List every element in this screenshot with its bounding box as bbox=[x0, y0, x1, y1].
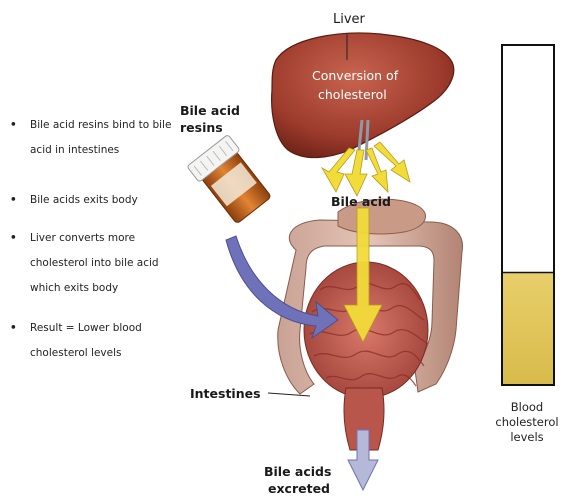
bullet-dot: • bbox=[10, 113, 17, 138]
meter-label-line3: levels bbox=[493, 430, 561, 445]
meter-label-line1: Blood bbox=[493, 400, 561, 415]
bullet-text: Liver converts more cholesterol into bil… bbox=[30, 232, 159, 294]
bullet-dot: • bbox=[10, 226, 17, 251]
liver-label: Liver bbox=[333, 12, 365, 27]
excreted-label-line1: Bile acids bbox=[264, 464, 331, 479]
bullet-text: Result = Lower blood cholesterol levels bbox=[30, 322, 142, 359]
bullet-item: • Bile acid resins bind to bile acid in … bbox=[10, 113, 178, 188]
resins-label-line1: Bile acid bbox=[180, 103, 240, 118]
bullet-item: • Liver converts more cholesterol into b… bbox=[10, 226, 178, 316]
bile-acid-label: Bile acid bbox=[331, 194, 391, 209]
intestines-leader bbox=[268, 393, 310, 396]
bullet-text: Bile acids exits body bbox=[30, 194, 138, 206]
bullet-text: Bile acid resins bind to bile acid in in… bbox=[30, 119, 171, 156]
pill-bottle-icon bbox=[187, 134, 275, 226]
excreted-label-line2: excreted bbox=[268, 481, 330, 496]
bullet-item: • Result = Lower blood cholesterol level… bbox=[10, 316, 178, 366]
bullet-dot: • bbox=[10, 188, 17, 213]
bullet-item: • Bile acids exits body bbox=[10, 188, 178, 226]
conversion-label-line2: cholesterol bbox=[318, 87, 387, 102]
cholesterol-meter-label: Blood cholesterol levels bbox=[493, 400, 561, 445]
cholesterol-meter-fill bbox=[503, 272, 553, 384]
meter-label-line2: cholesterol bbox=[493, 415, 561, 430]
conversion-label-line1: Conversion of bbox=[312, 68, 398, 83]
resins-label-line2: resins bbox=[180, 120, 223, 135]
bullet-dot: • bbox=[10, 316, 17, 341]
bullet-list: • Bile acid resins bind to bile acid in … bbox=[10, 113, 178, 366]
intestines-label: Intestines bbox=[190, 386, 261, 401]
